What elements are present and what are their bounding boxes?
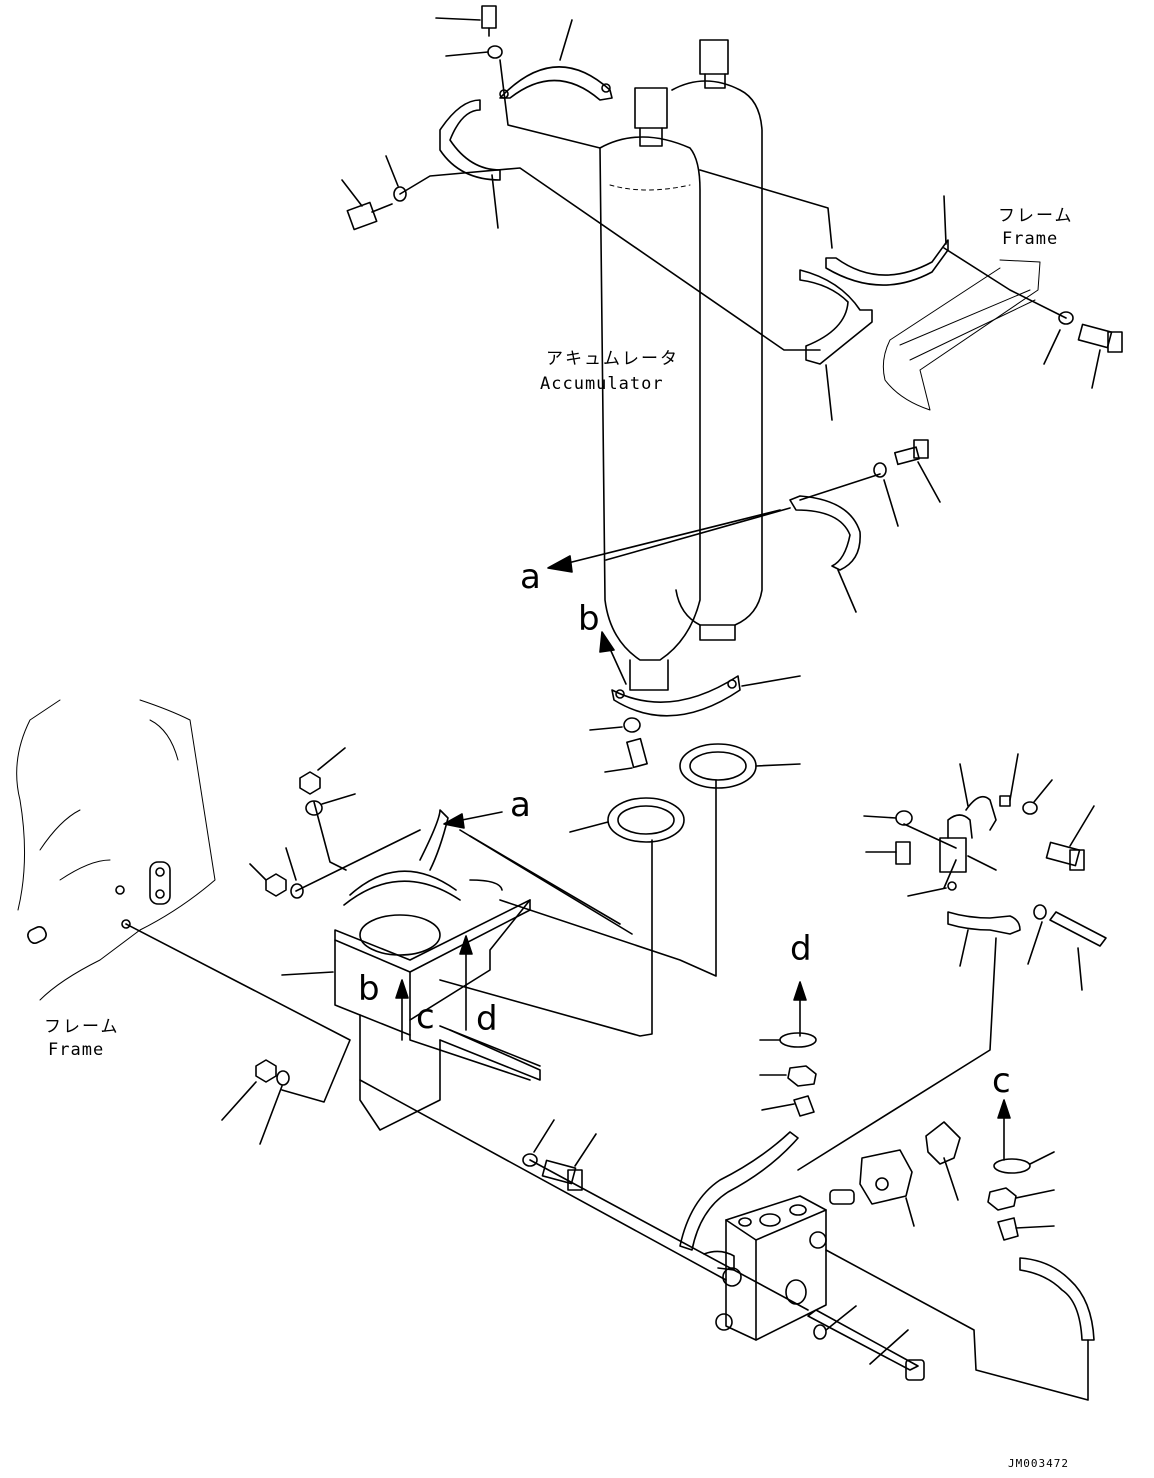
callout-d-valve: d	[790, 929, 812, 969]
left-frame-fragment	[16, 699, 216, 1001]
accumulator-rear	[671, 39, 763, 641]
accumulator-en-label: Accumulator	[540, 374, 664, 394]
bottom-clamp	[589, 675, 801, 773]
frame-left-en-label: Frame	[48, 1040, 105, 1060]
frame-top-en-label: Frame	[1002, 229, 1059, 249]
seal-rings	[569, 743, 801, 843]
upper-frame-fragment	[882, 259, 1123, 411]
callout-d-bracket: d	[476, 999, 498, 1039]
callout-c-bracket: c	[416, 997, 435, 1037]
accumulator-front	[599, 87, 701, 691]
arrows	[395, 509, 1011, 1161]
valve-hoses	[679, 911, 1095, 1341]
top-rear-clamp	[439, 99, 501, 229]
callout-a-top: a	[520, 557, 541, 597]
mid-right-clamp	[789, 439, 941, 613]
accumulator-jp-label: アキュムレータ	[546, 349, 679, 369]
drawing-code-label: JM003472	[1008, 1457, 1069, 1470]
top-front-clamp	[499, 19, 613, 101]
lower-left-hardware	[221, 747, 597, 1191]
frame-left-jp-label: フレーム	[44, 1017, 120, 1037]
upper-right-clamp	[799, 195, 949, 421]
top-bolts	[341, 5, 503, 231]
frame-top-jp-label: フレーム	[998, 206, 1074, 226]
lower-left-bracket	[281, 809, 541, 1131]
callout-b-bracket: b	[358, 969, 380, 1009]
callout-a-mid: a	[510, 785, 531, 825]
callout-b-top: b	[578, 599, 600, 639]
pressure-switch-assembly	[863, 753, 1107, 991]
callout-c-valve: c	[992, 1061, 1011, 1101]
valve-fittings	[759, 1032, 1055, 1381]
leader-lines	[125, 59, 1089, 1401]
valve-block	[703, 1195, 827, 1341]
